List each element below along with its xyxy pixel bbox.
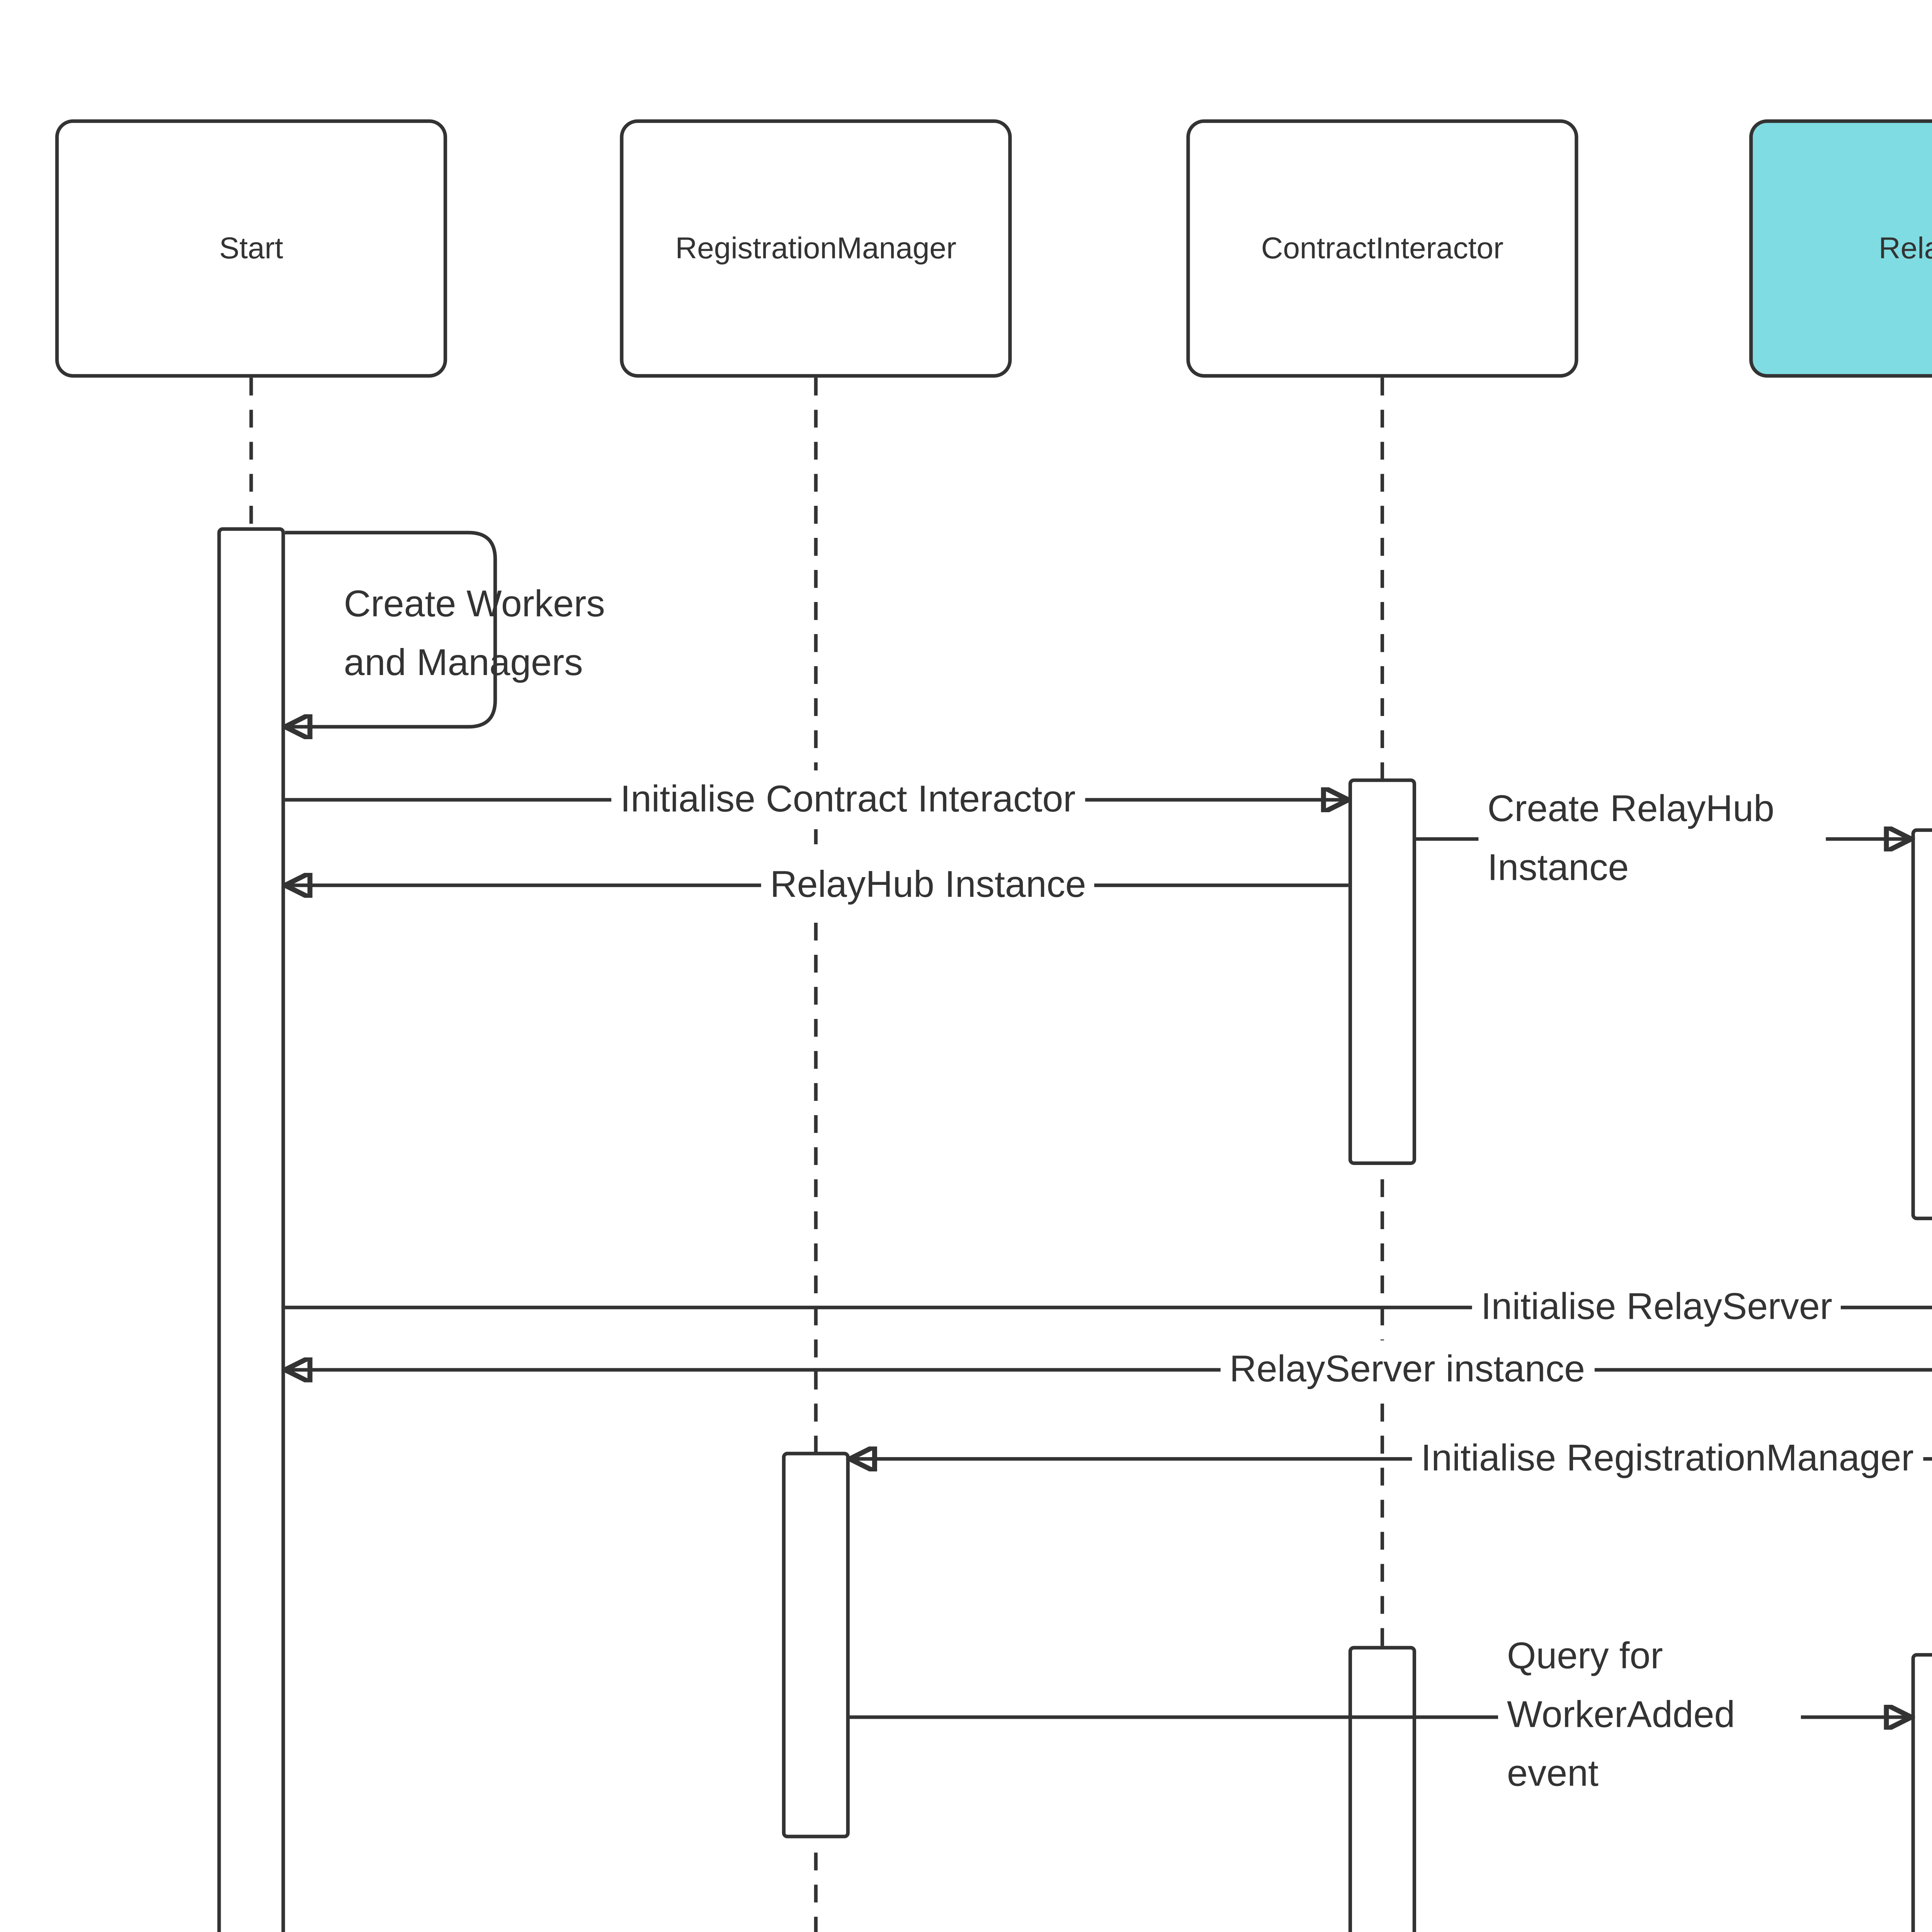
participant-start: Start xyxy=(55,119,447,378)
participant-contract-interactor-label: ContractInteractor xyxy=(1261,230,1503,265)
activation-relay-hub-2 xyxy=(1911,1653,1932,1932)
participant-start-label: Start xyxy=(219,230,283,265)
participant-registration-manager: RegistrationManager xyxy=(620,119,1012,378)
activation-registration-manager xyxy=(782,1452,850,1838)
message-label-query-for-workeradded-event: Query for WorkerAdded event xyxy=(1498,1627,1801,1804)
message-label-initialise-contract-interactor: Initialise Contract Interactor xyxy=(611,770,1085,829)
activation-contract-interactor-1 xyxy=(1348,778,1416,1165)
message-label-initialise-registration-manager: Initialise RegistrationManager xyxy=(1412,1429,1923,1488)
message-label-create-workers-and-managers: Create Workers and Managers xyxy=(344,584,605,684)
message-label-relayserver-instance: RelayServer instance xyxy=(1220,1340,1594,1400)
message-label-initialise-relayserver: Initialise RelayServer xyxy=(1472,1278,1842,1337)
activation-relay-hub-1 xyxy=(1911,828,1932,1220)
lifeline-registration-manager xyxy=(814,378,818,1932)
activation-contract-interactor-2 xyxy=(1348,1646,1416,1932)
message-label-create-relayhub-instance: Create RelayHub Instance xyxy=(1478,780,1826,898)
participant-contract-interactor: ContractInteractor xyxy=(1186,119,1578,378)
arrow-create-workers-and-managers xyxy=(285,531,497,726)
participant-relay-hub: RelayHub xyxy=(1749,119,1932,378)
activation-start xyxy=(217,527,285,1932)
participant-registration-manager-label: RegistrationManager xyxy=(675,230,957,265)
participant-relay-hub-label: RelayHub xyxy=(1879,230,1932,265)
message-label-relayhub-instance: RelayHub Instance xyxy=(761,856,1095,915)
